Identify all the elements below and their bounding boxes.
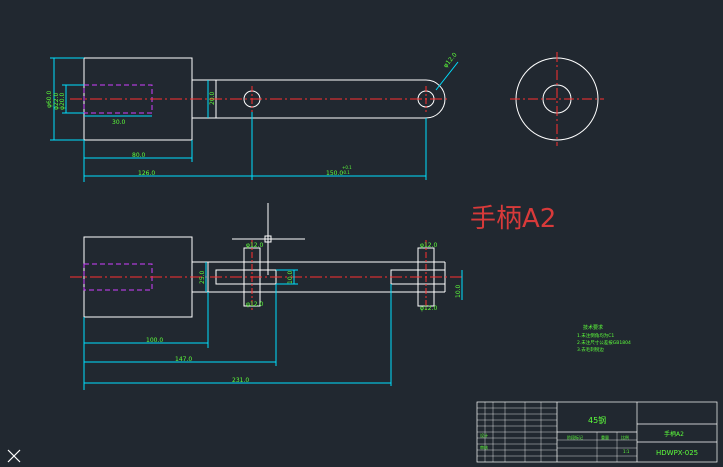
dim-slot: 10.0 [287,270,294,284]
overlay-part-title: 手柄A2 [470,204,557,234]
material-label: 45钢 [588,415,606,425]
drawing-number-label: HDWPX-025 [656,449,698,457]
dim-len-block: 80.0 [132,152,146,159]
dim-block-h: 25.0 [199,270,206,284]
top-arm-outline [215,79,446,119]
tb-cell-design: 设计 [480,432,488,438]
tb-cell-review: 审核 [480,444,488,450]
dim-arm-width: 20.0 [209,91,216,105]
tb-cell-stage: 阶段标记 [567,434,583,440]
dim-hole-dia: φ12.0 [442,51,459,69]
notes-line-1: 1.未注倒角均为C1 [577,332,614,339]
top-view: φ60.0 φ20.0 φ22.0 30.0 20.0 φ12.0 80.0 1… [46,51,459,182]
dim-dia-top-left: φ12.0 [246,242,264,249]
dim-dia-bot-left: φ12.0 [246,301,264,308]
dim-left-dia-outer: φ60.0 [46,91,53,109]
tb-cell-weight: 重量 [601,434,609,440]
dim-tol-lower: -0.1 [342,170,350,175]
technical-notes: 技术要求 1.未注倒角均为C1 2.未注尺寸公差按GB1804 3.去毛刺锐边 [577,324,631,353]
dim-bore-depth: 30.0 [112,119,126,126]
ucs-icon[interactable] [7,449,21,463]
dim-len-a: 100.0 [146,337,163,344]
part-name-label: 手柄A2 [664,430,684,438]
top-dimension-lines [50,57,459,182]
front-view: φ12.0 φ12.0 φ12.0 φ12.0 25.0 10.0 10.0 1… [70,236,463,390]
notes-line-2: 2.未注尺寸公差按GB1804 [577,339,631,346]
tb-cell-scale: 比例 [621,434,629,440]
tb-cell-scale-value: 1:1 [623,449,630,454]
crosshair-cursor [232,203,305,275]
dim-left-dia-inner-a: φ20.0 [59,93,66,111]
dim-left-dia-inner-b: φ22.0 [53,93,60,111]
dim-thick: 10.0 [455,284,462,298]
dim-dia-bot-right: φ12.0 [420,305,438,312]
title-block [476,401,718,463]
side-view [510,52,604,146]
dim-tol-upper: +0.1 [342,165,352,170]
notes-heading: 技术要求 [583,324,603,331]
dim-len-arm: 150.0 [326,170,343,177]
front-dimension-lines [83,262,463,390]
dim-len-b: 147.0 [175,356,192,363]
dim-len-total-front: 231.0 [232,377,249,384]
dim-len-total: 126.0 [138,170,155,177]
notes-line-3: 3.去毛刺锐边 [577,346,604,353]
dim-dia-top-right: φ12.0 [420,242,438,249]
